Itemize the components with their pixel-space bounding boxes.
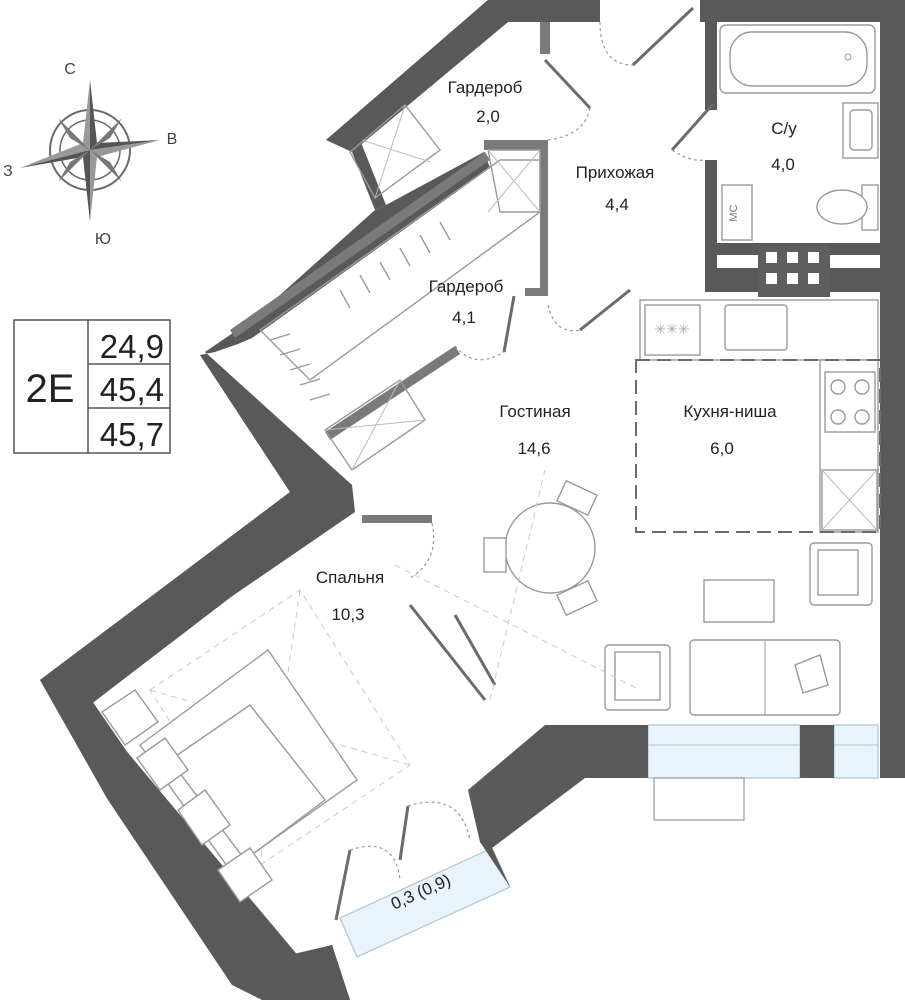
apartment-code: 2E	[26, 367, 75, 411]
living-area-value: 24,9	[100, 328, 164, 365]
bathroom-sink	[842, 102, 879, 159]
compass-west-label: З	[3, 163, 13, 180]
fridge	[821, 469, 878, 531]
room-area-wardrobe-top: 2,0	[476, 107, 500, 126]
room-area-hallway: 4,4	[605, 195, 629, 214]
bathtub	[719, 24, 876, 94]
room-name-living: Гостиная	[499, 402, 570, 421]
toilet	[816, 184, 879, 231]
coffee-table	[703, 579, 775, 623]
doors	[334, 6, 715, 921]
sofa	[689, 639, 841, 716]
wardrobe-mid-shelves	[258, 149, 541, 471]
dining-table	[483, 479, 598, 617]
compass-east-label: В	[167, 131, 178, 148]
nightstands	[101, 689, 273, 903]
kitchen-counter: ✳✳✳	[639, 299, 879, 533]
compass-rose: С В Ю З	[3, 61, 177, 248]
apartment-info-box: 2E 24,9 45,4 45,7	[13, 319, 171, 454]
washing-machine: МС	[721, 184, 753, 241]
double-bed	[136, 649, 358, 871]
room-name-bedroom: Спальня	[316, 568, 384, 587]
armchair-right	[809, 542, 873, 606]
room-area-wardrobe-mid: 4,1	[452, 308, 476, 327]
room-name-kitchen: Кухня-ниша	[683, 402, 777, 421]
total-area-with-balcony-value: 45,7	[100, 416, 164, 453]
armchair-left	[604, 644, 671, 711]
compass-north-label: С	[64, 61, 76, 78]
room-name-hallway: Прихожая	[576, 163, 655, 182]
wardrobe-top-shelves	[349, 103, 441, 200]
washer-label: МС	[728, 204, 740, 221]
room-name-wardrobe-top: Гардероб	[448, 78, 523, 97]
room-area-bedroom: 10,3	[331, 605, 364, 624]
total-area-value: 45,4	[100, 371, 164, 408]
stove	[824, 371, 876, 433]
room-area-living: 14,6	[517, 439, 550, 458]
ventilation-shaft	[758, 245, 830, 297]
room-area-kitchen: 6,0	[710, 439, 734, 458]
compass-south-label: Ю	[95, 231, 111, 248]
room-name-wardrobe-mid: Гардероб	[429, 277, 504, 296]
room-name-bathroom: С/у	[771, 119, 797, 138]
svg-text:✳✳✳: ✳✳✳	[654, 321, 689, 337]
walls	[40, 0, 905, 1000]
room-area-bathroom: 4,0	[771, 155, 795, 174]
kitchen-niche-boundary	[635, 359, 881, 533]
